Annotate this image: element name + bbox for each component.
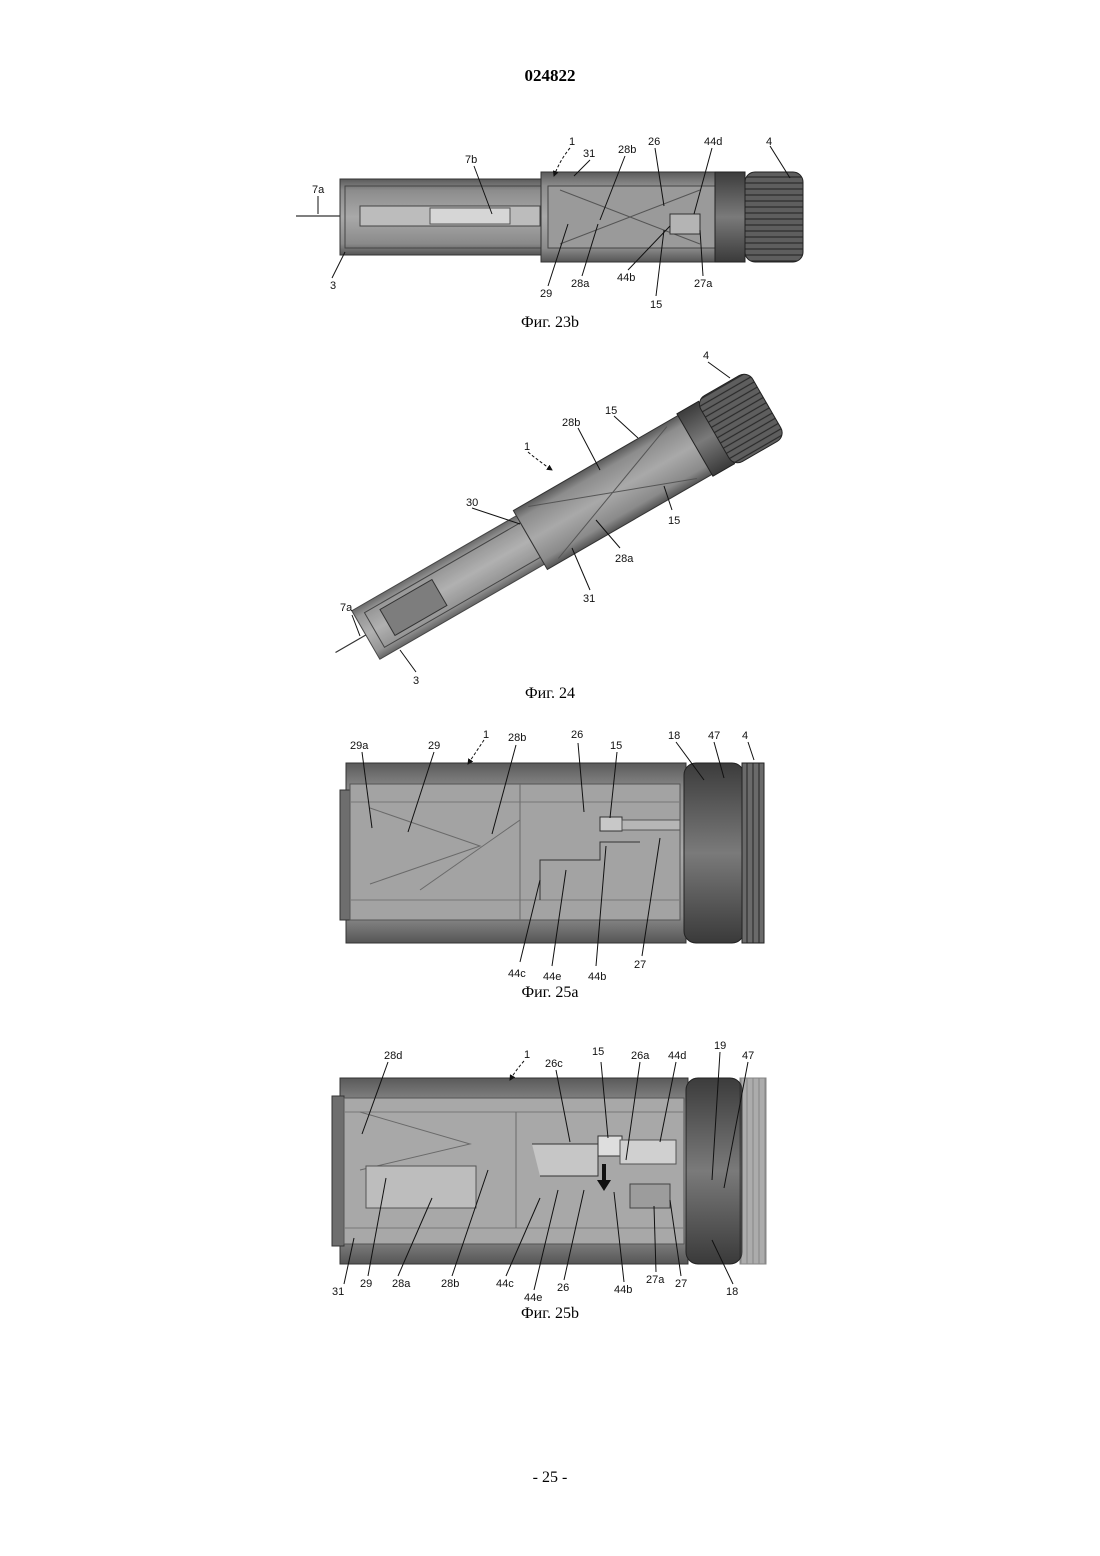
figure-label: 27a — [646, 1274, 665, 1286]
figure-label: 1 — [524, 441, 530, 453]
figure-label: 28a — [392, 1278, 411, 1290]
figure-label: 26a — [631, 1050, 650, 1062]
figure-label: 28b — [508, 732, 526, 744]
figure-label: 26 — [557, 1282, 569, 1294]
figure-label: 28b — [441, 1278, 459, 1290]
figure-label: 26 — [648, 136, 660, 148]
figure-label: 28b — [618, 144, 636, 156]
figure-caption: Фиг. 24 — [0, 685, 1100, 703]
figure-label: 44e — [543, 971, 561, 983]
figure-label: 15 — [610, 740, 622, 752]
figure-label: 18 — [726, 1286, 738, 1298]
figure-label: 7a — [312, 184, 325, 196]
figure-label: 31 — [583, 593, 595, 605]
figure-label: 3 — [330, 280, 336, 292]
figure-label: 15 — [605, 405, 617, 417]
figure-label: 44b — [614, 1284, 632, 1296]
figure-label: 7b — [465, 154, 477, 166]
figure-label: 1 — [524, 1049, 530, 1061]
figure-label: 47 — [742, 1050, 754, 1062]
figure-label: 44c — [496, 1278, 514, 1290]
figure-label: 15 — [592, 1046, 604, 1058]
figure-label: 44b — [588, 971, 606, 983]
figure-25a-device — [340, 763, 764, 943]
figure-label: 47 — [708, 730, 720, 742]
figure-label: 27 — [675, 1278, 687, 1290]
figure-caption: Фиг. 25b — [0, 1305, 1100, 1323]
figure-label: 29 — [540, 288, 552, 300]
figure-label: 28a — [615, 553, 634, 565]
figure-label: 28a — [571, 278, 590, 290]
figure-label: 19 — [714, 1040, 726, 1052]
figure-label: 44c — [508, 968, 526, 980]
page-number: - 25 - — [0, 1469, 1100, 1487]
figure-label: 44d — [704, 136, 722, 148]
figure-caption: Фиг. 25a — [0, 984, 1100, 1002]
figure-25b-device — [332, 1078, 766, 1264]
figure-label: 15 — [650, 299, 662, 311]
figure-label: 26 — [571, 729, 583, 741]
figure-label: 28d — [384, 1050, 402, 1062]
figure-caption: Фиг. 23b — [0, 314, 1100, 332]
figure-24-device — [317, 371, 786, 686]
figure-label: 15 — [668, 515, 680, 527]
figure-label: 4 — [703, 350, 709, 362]
figure-label: 44b — [617, 272, 635, 284]
figure-label: 4 — [766, 136, 772, 148]
figure-label: 18 — [668, 730, 680, 742]
figure-label: 44e — [524, 1292, 542, 1304]
figure-label: 1 — [483, 729, 489, 741]
figure-label: 30 — [466, 497, 478, 509]
figure-label: 7a — [340, 602, 353, 614]
figure-label: 1 — [569, 136, 575, 148]
figure-label: 44d — [668, 1050, 686, 1062]
figure-label: 31 — [583, 148, 595, 160]
figure-label: 29a — [350, 740, 369, 752]
figure-label: 28b — [562, 417, 580, 429]
figure-label: 31 — [332, 1286, 344, 1298]
figure-label: 27a — [694, 278, 713, 290]
figure-label: 4 — [742, 730, 748, 742]
figure-label: 29 — [428, 740, 440, 752]
figure-label: 26c — [545, 1058, 563, 1070]
figure-label: 29 — [360, 1278, 372, 1290]
figure-23b-device — [296, 172, 803, 262]
figure-label: 27 — [634, 959, 646, 971]
